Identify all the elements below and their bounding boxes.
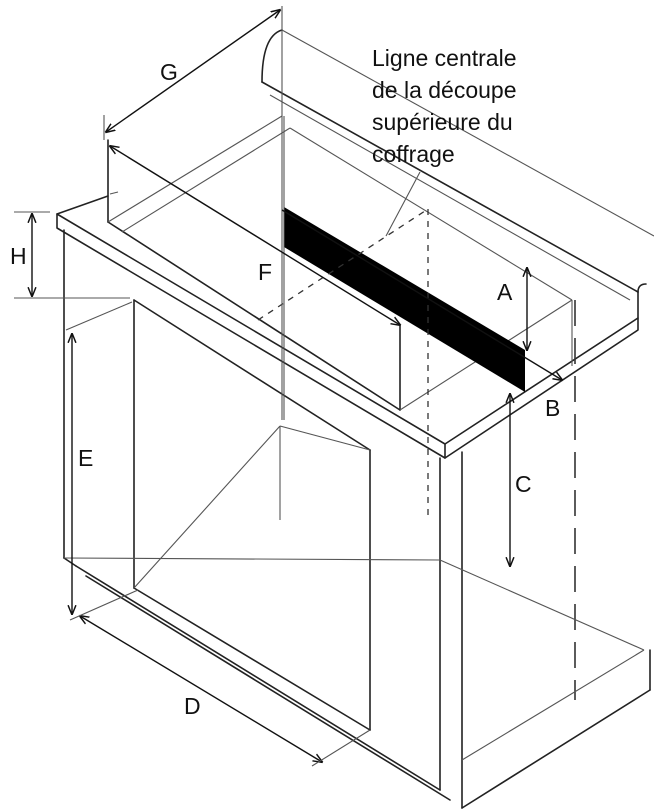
label-c: C xyxy=(515,471,532,497)
label-h: H xyxy=(10,243,27,269)
callout-line-4: coffrage xyxy=(372,141,455,167)
countertop xyxy=(56,191,639,459)
dimension-f xyxy=(110,146,400,325)
label-a: A xyxy=(497,279,513,305)
dimension-d xyxy=(69,589,371,767)
callout-line-3: supérieure du xyxy=(372,109,513,135)
callout-leader xyxy=(385,171,421,237)
backsplash xyxy=(261,29,654,319)
label-f: F xyxy=(258,259,272,285)
dimension-g xyxy=(103,6,283,420)
label-d: D xyxy=(184,693,201,719)
label-e: E xyxy=(78,445,93,471)
callout-line-2: de la découpe xyxy=(372,77,517,103)
label-b: B xyxy=(545,395,560,421)
top-cutout-bar xyxy=(284,207,525,392)
centerline-callout: Ligne centrale de la découpe supérieure … xyxy=(372,45,517,167)
label-g: G xyxy=(160,59,178,85)
callout-line-1: Ligne centrale xyxy=(372,45,517,71)
dimension-e xyxy=(65,301,133,614)
dimension-b xyxy=(281,209,562,380)
cabinet-body xyxy=(63,116,651,809)
dimension-h xyxy=(14,211,130,299)
